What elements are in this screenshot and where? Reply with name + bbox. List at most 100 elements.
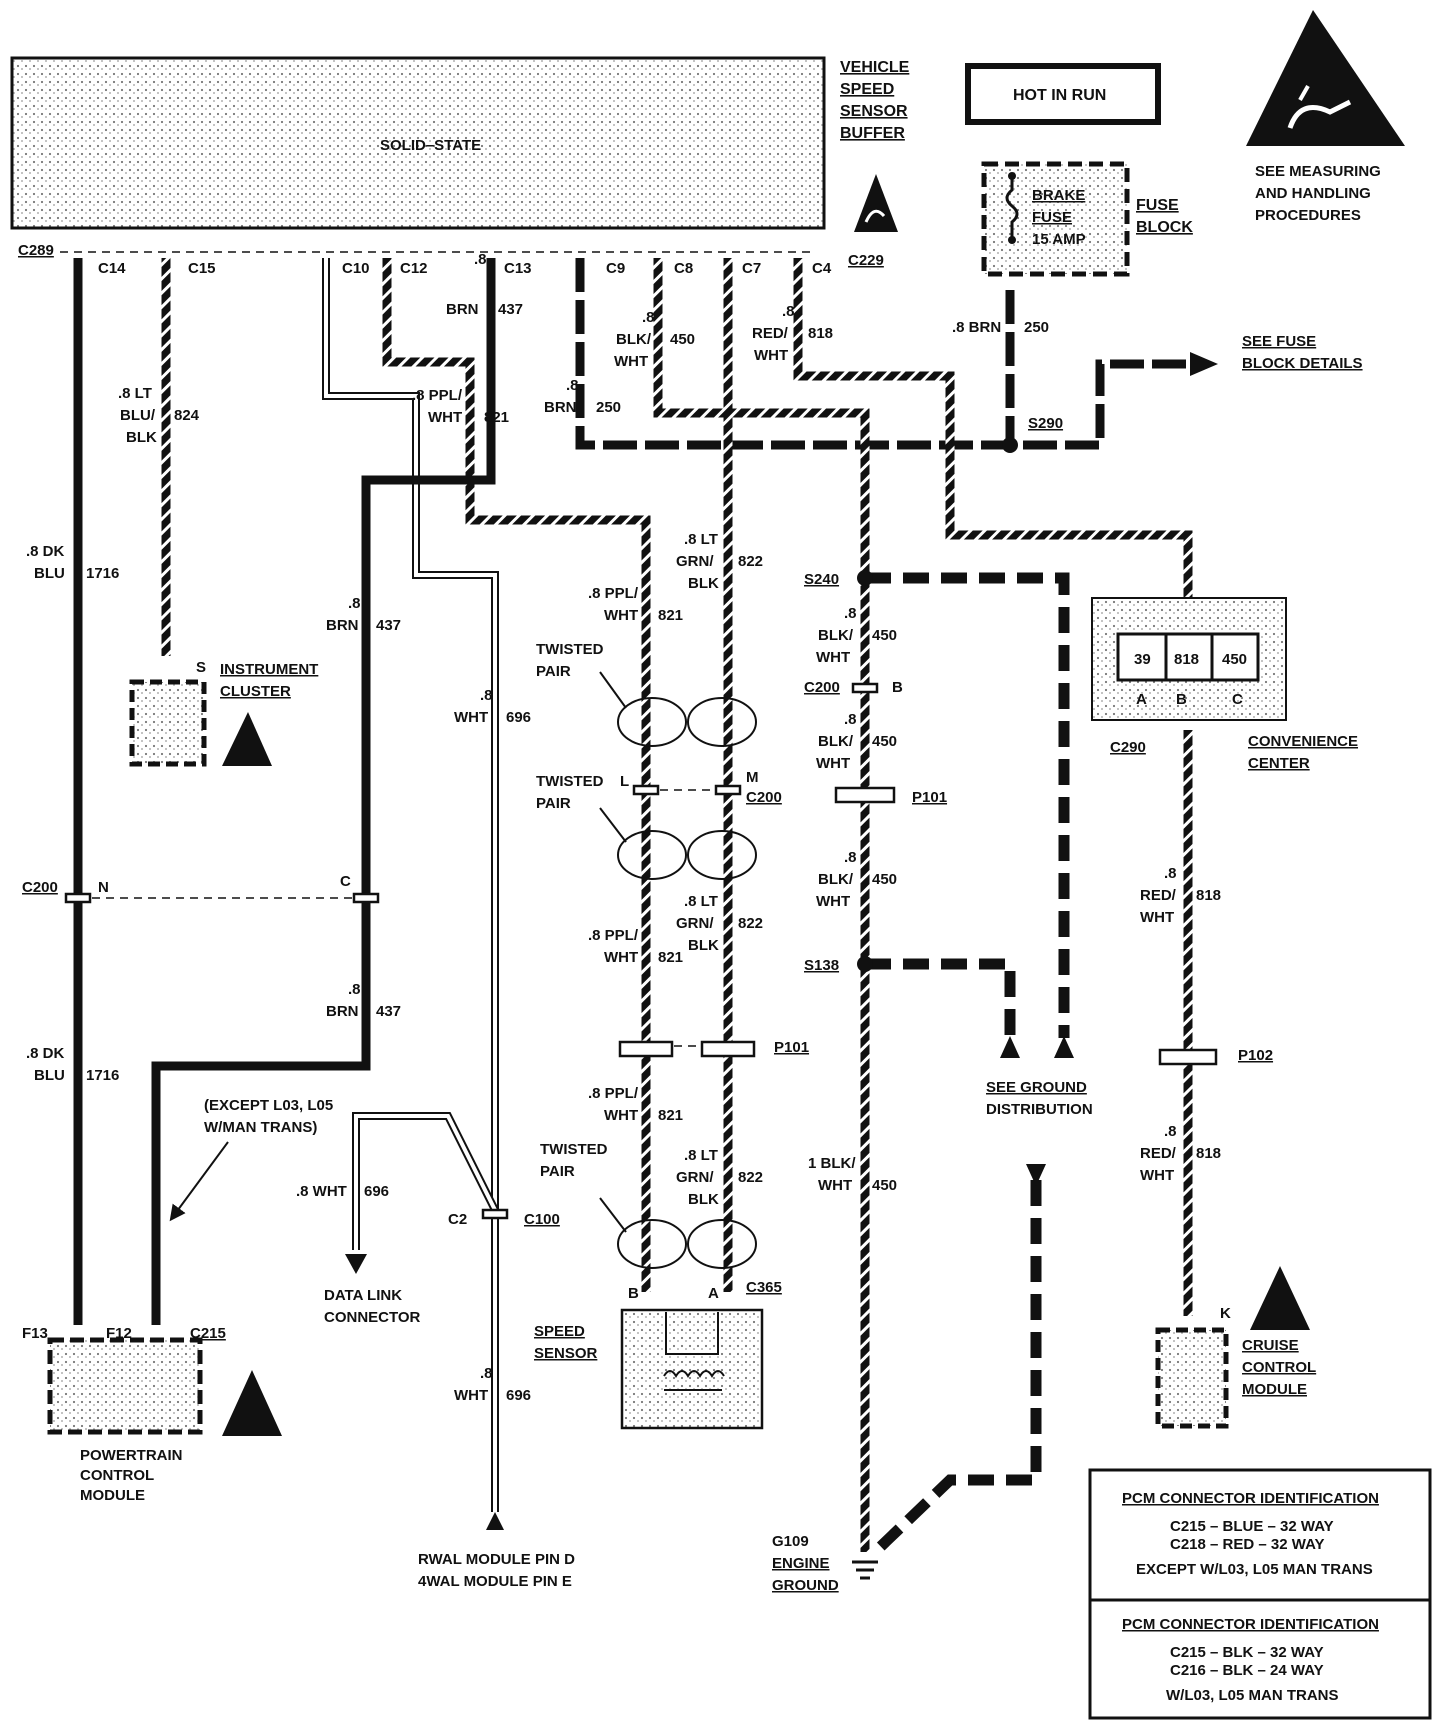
cruise-control-module: [1155, 1327, 1229, 1429]
svg-text:250: 250: [1024, 319, 1049, 336]
svg-text:BLK/: BLK/: [818, 627, 854, 644]
svg-text:.8: .8: [844, 711, 857, 728]
connector-label: C289: [18, 242, 54, 259]
svg-text:C290: C290: [1110, 739, 1146, 756]
esd-note-line: SEE MEASURING: [1255, 163, 1381, 180]
svg-text:K: K: [1220, 1305, 1231, 1322]
svg-text:BLK: BLK: [688, 1191, 719, 1208]
esd-warning-icon: [222, 712, 272, 766]
connector-labels: S C200 N C L M C200 C200 B P101 P101 P10…: [22, 415, 1273, 1342]
pcm-table-footer: W/L03, L05 MAN TRANS: [1166, 1687, 1339, 1704]
svg-text:WHT: WHT: [816, 893, 850, 910]
svg-text:BRN: BRN: [544, 399, 577, 416]
connector-clips: [64, 682, 1218, 1220]
arrow-icon: [1190, 352, 1218, 376]
vssb-title-line: SPEED: [840, 81, 894, 98]
pin-label: C15: [188, 260, 216, 277]
pin-label: C12: [400, 260, 428, 277]
svg-text:.8 LT: .8 LT: [684, 1147, 718, 1164]
convenience-center: [1091, 597, 1287, 721]
wire-821: [382, 258, 651, 1292]
svg-text:.8 DK: .8 DK: [26, 1045, 65, 1062]
svg-text:821: 821: [658, 1107, 683, 1124]
svg-text:450: 450: [872, 871, 897, 888]
arrow-icon: [486, 1512, 504, 1530]
svg-text:CRUISE: CRUISE: [1242, 1337, 1299, 1354]
svg-text:RED/: RED/: [1140, 887, 1177, 904]
ground-dashes: [865, 572, 1070, 1556]
svg-text:821: 821: [484, 409, 509, 426]
esd-note: SEE MEASURING AND HANDLING PROCEDURES: [1255, 163, 1381, 224]
svg-text:C215: C215: [190, 1325, 226, 1342]
svg-text:GRN/: GRN/: [676, 553, 714, 570]
pcm-table: PCM CONNECTOR IDENTIFICATION C215 – BLK …: [1122, 1616, 1379, 1704]
svg-text:.8: .8: [1164, 1123, 1177, 1140]
wire-450: [653, 258, 870, 1552]
svg-text:CONVENIENCE: CONVENIENCE: [1248, 733, 1358, 750]
svg-text:WHT: WHT: [818, 1177, 852, 1194]
svg-text:450: 450: [872, 627, 897, 644]
svg-text:MODULE: MODULE: [1242, 1381, 1307, 1398]
conv-pin: C: [1232, 691, 1243, 708]
svg-text:818: 818: [1196, 887, 1221, 904]
pcm-table: PCM CONNECTOR IDENTIFICATION C215 – BLUE…: [1122, 1490, 1379, 1578]
svg-text:WHT: WHT: [816, 649, 850, 666]
splice-dot: [857, 956, 873, 972]
fuse-label: 15 AMP: [1032, 231, 1086, 248]
svg-text:822: 822: [738, 553, 763, 570]
svg-text:WHT: WHT: [1140, 1167, 1174, 1184]
fuse-block: BRAKE FUSE 15 AMP: [981, 161, 1130, 277]
pcm-table-row: C218 – RED – 32 WAY: [1170, 1536, 1325, 1553]
arrow-icon: [1000, 1036, 1020, 1058]
fuse-block-label: FUSE: [1136, 197, 1179, 214]
svg-text:P101: P101: [774, 1039, 809, 1056]
svg-text:M: M: [746, 769, 759, 786]
svg-text:SEE FUSE: SEE FUSE: [1242, 333, 1316, 350]
svg-text:1 BLK/: 1 BLK/: [808, 1155, 856, 1172]
svg-text:L: L: [620, 773, 629, 790]
svg-text:G109: G109: [772, 1533, 809, 1550]
svg-text:BLK/: BLK/: [818, 871, 854, 888]
svg-text:GRN/: GRN/: [676, 915, 714, 932]
svg-text:C200: C200: [22, 879, 58, 896]
svg-text:BRN: BRN: [326, 1003, 359, 1020]
pin-label: C10: [342, 260, 370, 277]
svg-text:CONNECTOR: CONNECTOR: [324, 1309, 421, 1326]
svg-text:CONTROL: CONTROL: [1242, 1359, 1316, 1376]
svg-text:BLK: BLK: [688, 575, 719, 592]
svg-text:824: 824: [174, 407, 200, 424]
svg-text:DISTRIBUTION: DISTRIBUTION: [986, 1101, 1093, 1118]
svg-text:MODULE: MODULE: [80, 1487, 145, 1504]
svg-text:WHT: WHT: [816, 755, 850, 772]
svg-text:.8: .8: [642, 309, 655, 326]
svg-text:TWISTED: TWISTED: [536, 773, 604, 790]
svg-text:C2: C2: [448, 1211, 467, 1228]
svg-text:N: N: [98, 879, 109, 896]
svg-text:WHT: WHT: [754, 347, 788, 364]
svg-text:250: 250: [596, 399, 621, 416]
vssb-module: SOLID–STATE: [10, 56, 826, 230]
ground-icon: [852, 1560, 878, 1580]
twisted-pair-marks: [599, 671, 757, 1269]
svg-text:.8 DK: .8 DK: [26, 543, 65, 560]
svg-text:.8 PPL/: .8 PPL/: [412, 387, 463, 404]
hot-in-run-label: HOT IN RUN: [1013, 87, 1106, 104]
pin-label: C7: [742, 260, 761, 277]
svg-text:CENTER: CENTER: [1248, 755, 1310, 772]
svg-text:C365: C365: [746, 1279, 782, 1296]
pcm-table-title: PCM CONNECTOR IDENTIFICATION: [1122, 1616, 1379, 1633]
svg-text:BLOCK DETAILS: BLOCK DETAILS: [1242, 355, 1363, 372]
svg-text:1716: 1716: [86, 1067, 119, 1084]
vssb-inner-label: SOLID–STATE: [380, 137, 481, 154]
svg-text:RWAL MODULE PIN D: RWAL MODULE PIN D: [418, 1551, 575, 1568]
svg-text:696: 696: [506, 709, 531, 726]
svg-text:BLK: BLK: [126, 429, 157, 446]
fuse-label: FUSE: [1032, 209, 1072, 226]
esd-warning-icon: [1246, 10, 1405, 146]
svg-text:450: 450: [872, 733, 897, 750]
svg-text:.8: .8: [844, 605, 857, 622]
svg-text:821: 821: [658, 607, 683, 624]
svg-text:437: 437: [376, 1003, 401, 1020]
svg-text:CONTROL: CONTROL: [80, 1467, 154, 1484]
